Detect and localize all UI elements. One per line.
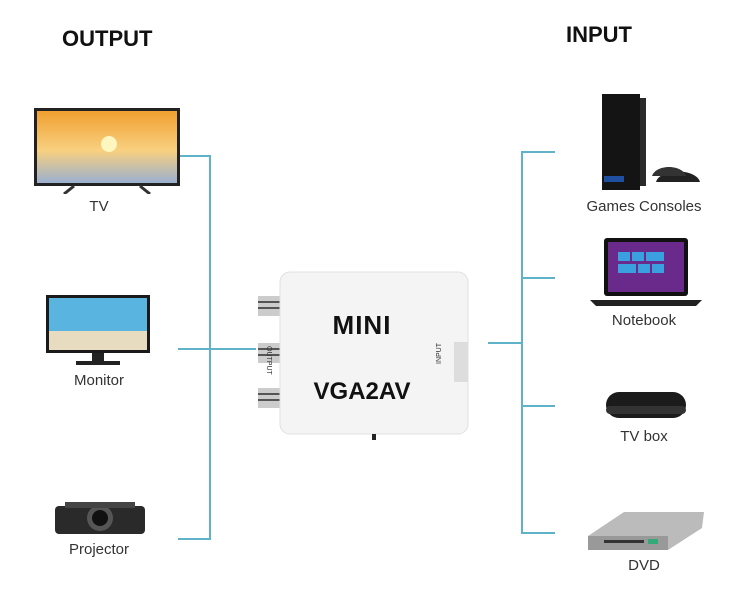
input-label-games-consoles: Games Consoles xyxy=(586,198,702,215)
laptop-icon xyxy=(590,238,702,308)
converter-output-port-label: OUTPUT xyxy=(265,346,272,375)
input-label-dvd: DVD xyxy=(628,557,660,574)
input-bus-line xyxy=(521,151,555,534)
input-branch-lines xyxy=(522,277,555,407)
dvd-player-icon xyxy=(584,506,708,552)
monitor-icon xyxy=(46,295,150,367)
game-console-icon xyxy=(596,90,702,194)
converter-brand: MINI xyxy=(332,310,392,340)
input-label-notebook: Notebook xyxy=(611,312,677,329)
output-label-projector: Projector xyxy=(68,541,130,558)
projector-icon xyxy=(55,498,145,538)
output-heading: OUTPUT xyxy=(62,26,153,51)
tv-box-icon xyxy=(606,388,686,422)
converter-input-port-label: INPUT xyxy=(436,343,443,364)
converter-model: VGA2AV xyxy=(313,378,411,405)
output-label-tv: TV xyxy=(89,198,109,215)
tv-icon xyxy=(34,108,180,194)
converter-body xyxy=(258,271,469,440)
output-label-monitor: Monitor xyxy=(73,372,125,389)
vga2av-converter: MINI VGA2AV OUTPUT INPUT xyxy=(254,266,470,446)
input-heading: INPUT xyxy=(566,22,632,47)
input-label-tv-box: TV box xyxy=(620,428,668,445)
output-bus-line xyxy=(178,155,211,540)
